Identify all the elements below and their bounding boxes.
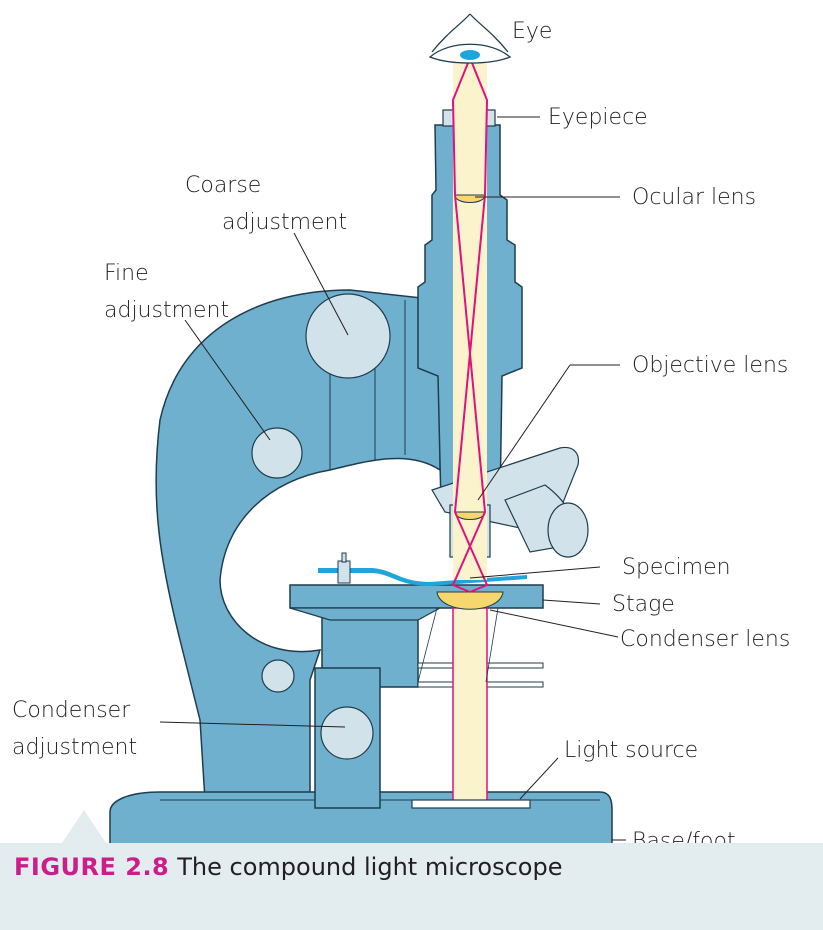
label-coarse-1: Coarse — [185, 173, 261, 198]
light-column-lower — [452, 607, 488, 805]
fine-adjustment-knob — [251, 427, 303, 479]
caption-notch — [62, 810, 106, 843]
figure-number: FIGURE 2.8 — [14, 853, 170, 881]
condenser-lens — [436, 591, 504, 610]
label-light-source: Light source — [564, 738, 698, 763]
label-eyepiece: Eyepiece — [548, 105, 648, 130]
label-condenser-adj-2: adjustment — [12, 735, 137, 760]
condenser-adjustment-knob — [320, 706, 374, 760]
label-fine-2: adjustment — [104, 298, 229, 323]
specimen-slide — [318, 568, 527, 586]
label-eye: Eye — [512, 19, 552, 44]
stage-plate — [289, 584, 544, 609]
coarse-adjustment-knob — [305, 293, 391, 379]
eye-icon — [428, 13, 512, 64]
label-coarse-2: adjustment — [222, 210, 347, 235]
label-specimen: Specimen — [622, 555, 731, 580]
label-objective-lens: Objective lens — [632, 353, 788, 378]
light-column-upper — [453, 60, 487, 580]
light-rays — [451, 57, 489, 593]
figure-title: The compound light microscope — [177, 853, 563, 881]
caption-band — [0, 843, 823, 930]
label-fine-1: Fine — [104, 261, 149, 286]
light-source — [411, 799, 531, 809]
label-ocular-lens: Ocular lens — [632, 185, 756, 210]
arm-knob — [261, 659, 295, 693]
label-stage: Stage — [612, 592, 675, 617]
label-condenser-lens: Condenser lens — [620, 627, 790, 652]
label-condenser-adj-1: Condenser — [12, 698, 131, 723]
